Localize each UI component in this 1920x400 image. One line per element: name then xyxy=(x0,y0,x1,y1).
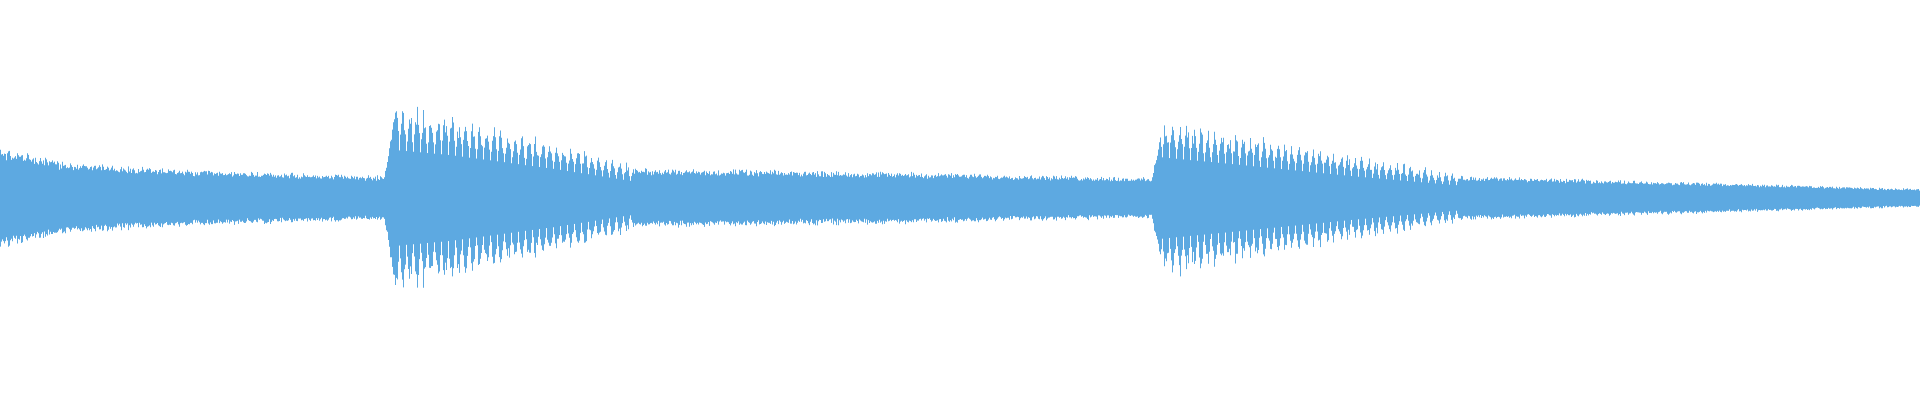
waveform-samples xyxy=(0,106,1920,288)
waveform-trace xyxy=(0,106,1920,288)
